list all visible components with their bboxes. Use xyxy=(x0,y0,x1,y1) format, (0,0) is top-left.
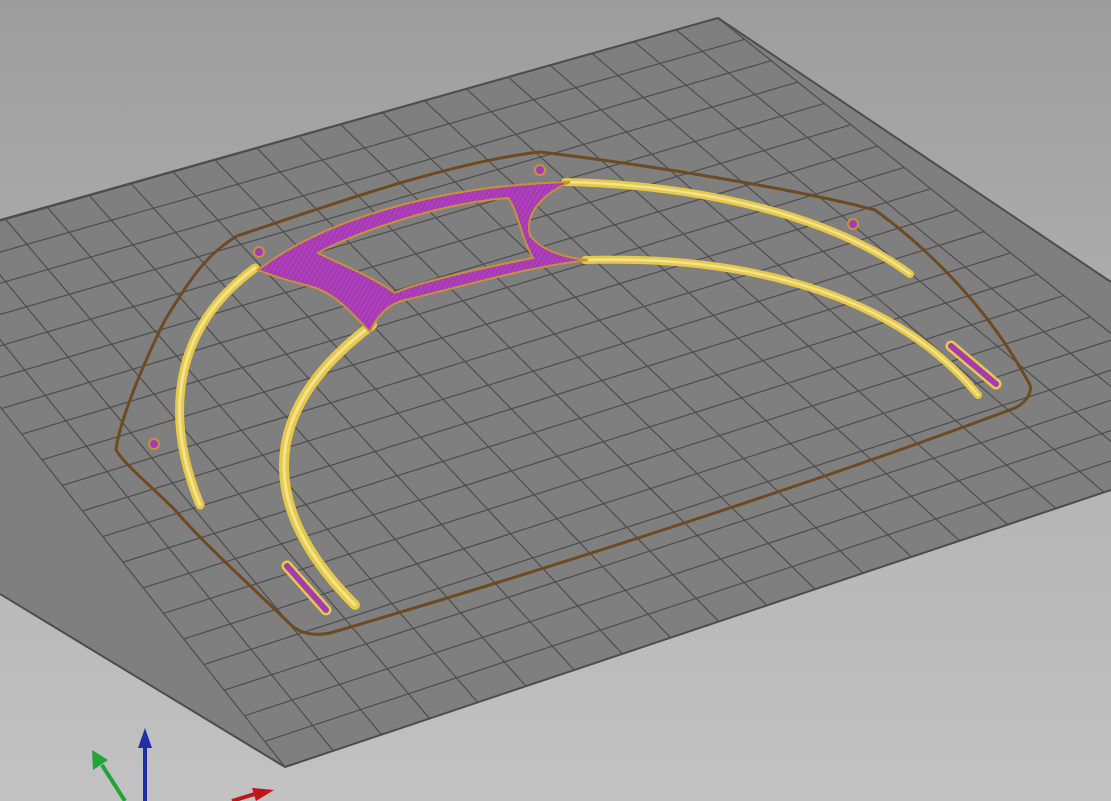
bed-grid-line xyxy=(591,53,1106,494)
z-axis-arrow-icon xyxy=(138,728,152,748)
infill-bridge xyxy=(256,181,589,334)
bed-grid-line xyxy=(224,380,1111,691)
perimeter-inner-right-arc-inner xyxy=(583,258,980,397)
bed-grid-line xyxy=(382,112,865,575)
bed-grid-line xyxy=(717,18,1111,446)
perimeter-outer-left-arc-inner xyxy=(178,266,257,507)
x-axis-line xyxy=(231,791,259,801)
y-axis-arrow-icon xyxy=(92,750,108,770)
bed-surface xyxy=(0,18,1111,767)
bed-grid-line xyxy=(143,294,1064,589)
bed-grid-line xyxy=(82,230,985,512)
bed-grid-line xyxy=(102,252,1011,538)
bed-edge-front xyxy=(0,489,1111,769)
y-axis-line xyxy=(100,763,127,801)
bed-grid-line xyxy=(203,359,1111,666)
perimeter-inner-left-arc-inner xyxy=(282,323,374,607)
bed-grid-line xyxy=(264,423,1111,742)
pad-markers xyxy=(148,164,859,450)
axis-gizmo xyxy=(92,728,274,801)
perimeter-outer-right-arc-inner xyxy=(563,180,912,276)
x-axis-arrow-icon xyxy=(252,788,274,801)
slot-part-right xyxy=(945,340,1002,390)
print-bed xyxy=(0,16,1111,769)
skirt-outline xyxy=(114,150,1032,636)
slot-part-left xyxy=(281,560,332,616)
bed-grid-line xyxy=(508,76,1010,526)
bed-grid-lines xyxy=(0,18,1111,767)
bed-grid-line xyxy=(466,88,961,543)
bed-edge xyxy=(0,16,1111,283)
bed-grid-line xyxy=(675,29,1111,462)
bed-grid-line xyxy=(244,401,1111,717)
bed-grid-line xyxy=(424,100,913,559)
